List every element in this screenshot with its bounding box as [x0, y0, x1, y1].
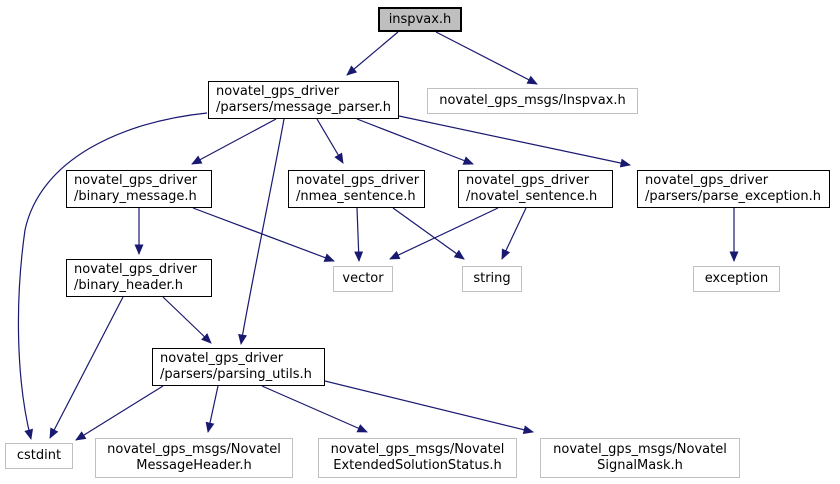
edge-message-parser-to-parse-exception [398, 115, 631, 168]
node-binary-header[interactable]: novatel_gps_driver /binary_header.h [66, 259, 212, 297]
node-label: novatel_gps_msgs/Novatel SignalMask.h [553, 442, 727, 473]
node-label: cstdint [16, 448, 62, 463]
edge-binary-header-to-cstdint [49, 296, 124, 439]
edge-parsing-utils-to-extended-solution-status [261, 385, 368, 433]
edge-message-parser-to-cstdint [17, 112, 208, 440]
node-label: novatel_gps_msgs/Inspvax.h [439, 93, 626, 108]
edge-parsing-utils-to-cstdint [75, 385, 164, 441]
edge-binary-message-to-vector [192, 207, 335, 262]
node-label: novatel_gps_driver /parsers/parsing_util… [160, 351, 312, 382]
edge-binary-header-to-parsing-utils [162, 296, 212, 344]
edge-novatel-sentence-to-string [501, 207, 527, 260]
node-exception: exception [693, 266, 780, 292]
edge-novatel-sentence-to-vector [389, 207, 499, 260]
node-label: novatel_gps_driver /binary_header.h [74, 262, 198, 293]
edge-message-parser-to-novatel-sentence [356, 118, 474, 165]
edge-inspvax-to-inspvax-msg [435, 31, 538, 85]
node-label: string [473, 271, 511, 286]
node-cstdint: cstdint [5, 443, 73, 469]
node-label: inspvax.h [388, 11, 452, 27]
node-string: string [462, 266, 522, 292]
node-label: exception [704, 271, 769, 286]
node-inspvax-msg: novatel_gps_msgs/Inspvax.h [427, 88, 638, 114]
node-label: novatel_gps_driver /binary_message.h [74, 173, 198, 204]
edge-message-parser-to-binary-message [191, 118, 277, 165]
edge-parsing-utils-to-novatel-message-header [205, 385, 219, 433]
edge-message-parser-to-nmea-sentence [316, 118, 344, 164]
node-signal-mask: novatel_gps_msgs/Novatel SignalMask.h [540, 438, 740, 478]
node-binary-message[interactable]: novatel_gps_driver /binary_message.h [66, 170, 212, 208]
node-label: novatel_gps_msgs/Novatel ExtendedSolutio… [330, 442, 505, 473]
edge-nmea-sentence-to-vector [354, 207, 364, 262]
node-extended-solution-status: novatel_gps_msgs/Novatel ExtendedSolutio… [318, 438, 517, 478]
node-label: novatel_gps_driver /parsers/message_pars… [216, 84, 391, 115]
node-label: vector [342, 271, 384, 286]
node-nmea-sentence[interactable]: novatel_gps_driver /nmea_sentence.h [288, 170, 425, 208]
node-vector: vector [333, 266, 393, 292]
node-parse-exception[interactable]: novatel_gps_driver /parsers/parse_except… [637, 170, 830, 208]
node-novatel-sentence[interactable]: novatel_gps_driver /novatel_sentence.h [458, 170, 613, 208]
node-label: novatel_gps_driver /parsers/parse_except… [645, 173, 821, 204]
node-parsing-utils[interactable]: novatel_gps_driver /parsers/parsing_util… [152, 348, 325, 386]
node-label: novatel_gps_driver /novatel_sentence.h [466, 173, 598, 204]
node-message-parser[interactable]: novatel_gps_driver /parsers/message_pars… [208, 81, 399, 119]
edge-message-parser-to-parsing-utils [238, 118, 285, 345]
edge-parsing-utils-to-signal-mask [324, 380, 534, 435]
edge-inspvax-to-message-parser [346, 31, 399, 76]
edge-nmea-sentence-to-string [392, 207, 465, 260]
node-label: novatel_gps_msgs/Novatel MessageHeader.h [107, 442, 281, 473]
node-novatel-message-header: novatel_gps_msgs/Novatel MessageHeader.h [95, 438, 293, 478]
node-inspvax: inspvax.h [378, 7, 462, 32]
node-label: novatel_gps_driver /nmea_sentence.h [296, 173, 420, 204]
